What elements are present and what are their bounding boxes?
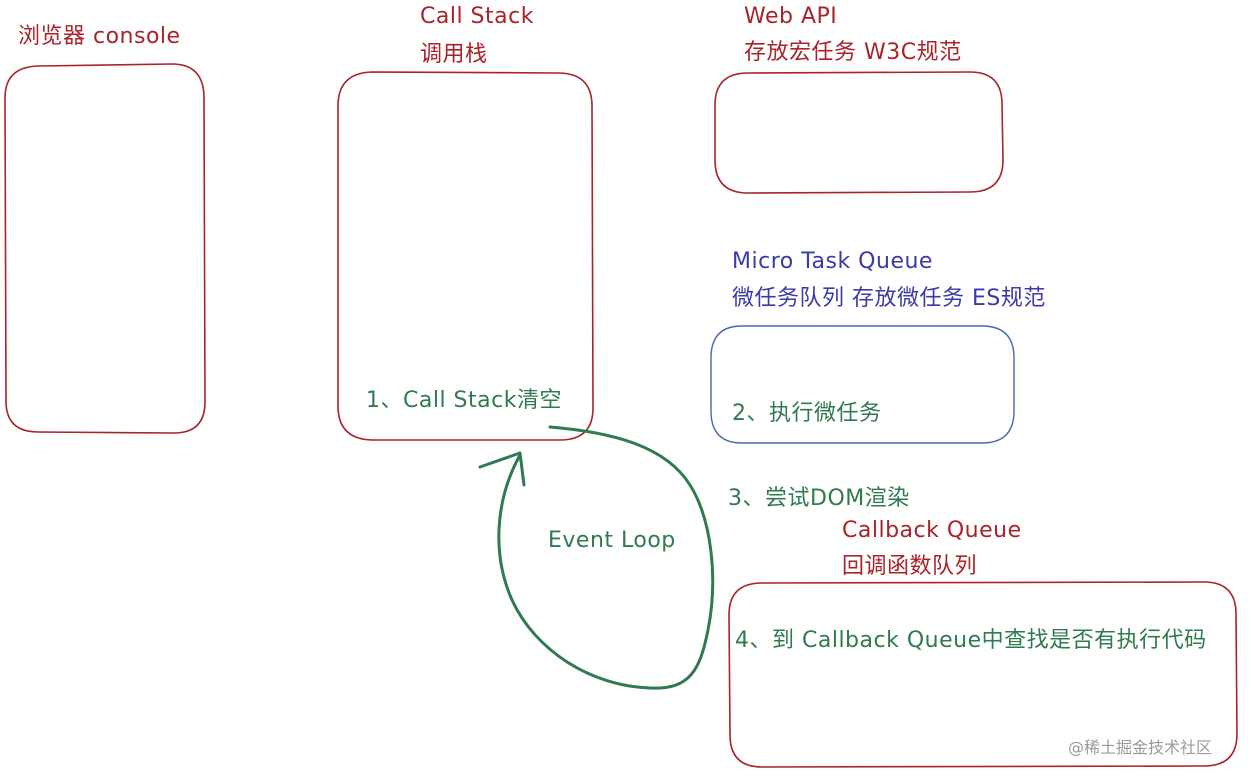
event-loop-arrow xyxy=(497,425,715,690)
callback-queue-box xyxy=(728,581,1238,768)
callback-queue-title: Callback Queue xyxy=(842,518,1022,543)
web-api-subtitle: 存放宏任务 W3C规范 xyxy=(744,40,962,65)
watermark: @稀土掘金技术社区 xyxy=(1068,738,1213,757)
step-4-check-callback-queue: 4、到 Callback Queue中查找是否有执行代码 xyxy=(735,628,1207,653)
web-api-box xyxy=(714,71,1004,194)
step-1-call-stack-clear: 1、Call Stack清空 xyxy=(366,388,562,413)
call-stack-title: Call Stack xyxy=(420,4,534,29)
step-2-run-micro-tasks: 2、执行微任务 xyxy=(732,401,882,426)
callback-queue-subtitle: 回调函数队列 xyxy=(842,554,978,579)
console-title: 浏览器 console xyxy=(18,24,181,49)
call-stack-box xyxy=(337,71,594,441)
step-3-try-dom-render: 3、尝试DOM渲染 xyxy=(728,486,910,511)
micro-task-subtitle: 微任务队列 存放微任务 ES规范 xyxy=(732,286,1046,311)
event-loop-arrowhead xyxy=(478,451,526,487)
event-loop-label: Event Loop xyxy=(548,528,676,553)
micro-task-box xyxy=(710,325,1015,444)
call-stack-subtitle: 调用栈 xyxy=(420,42,488,67)
console-box xyxy=(4,63,206,434)
web-api-title: Web API xyxy=(744,4,838,29)
micro-task-title: Micro Task Queue xyxy=(732,249,933,274)
